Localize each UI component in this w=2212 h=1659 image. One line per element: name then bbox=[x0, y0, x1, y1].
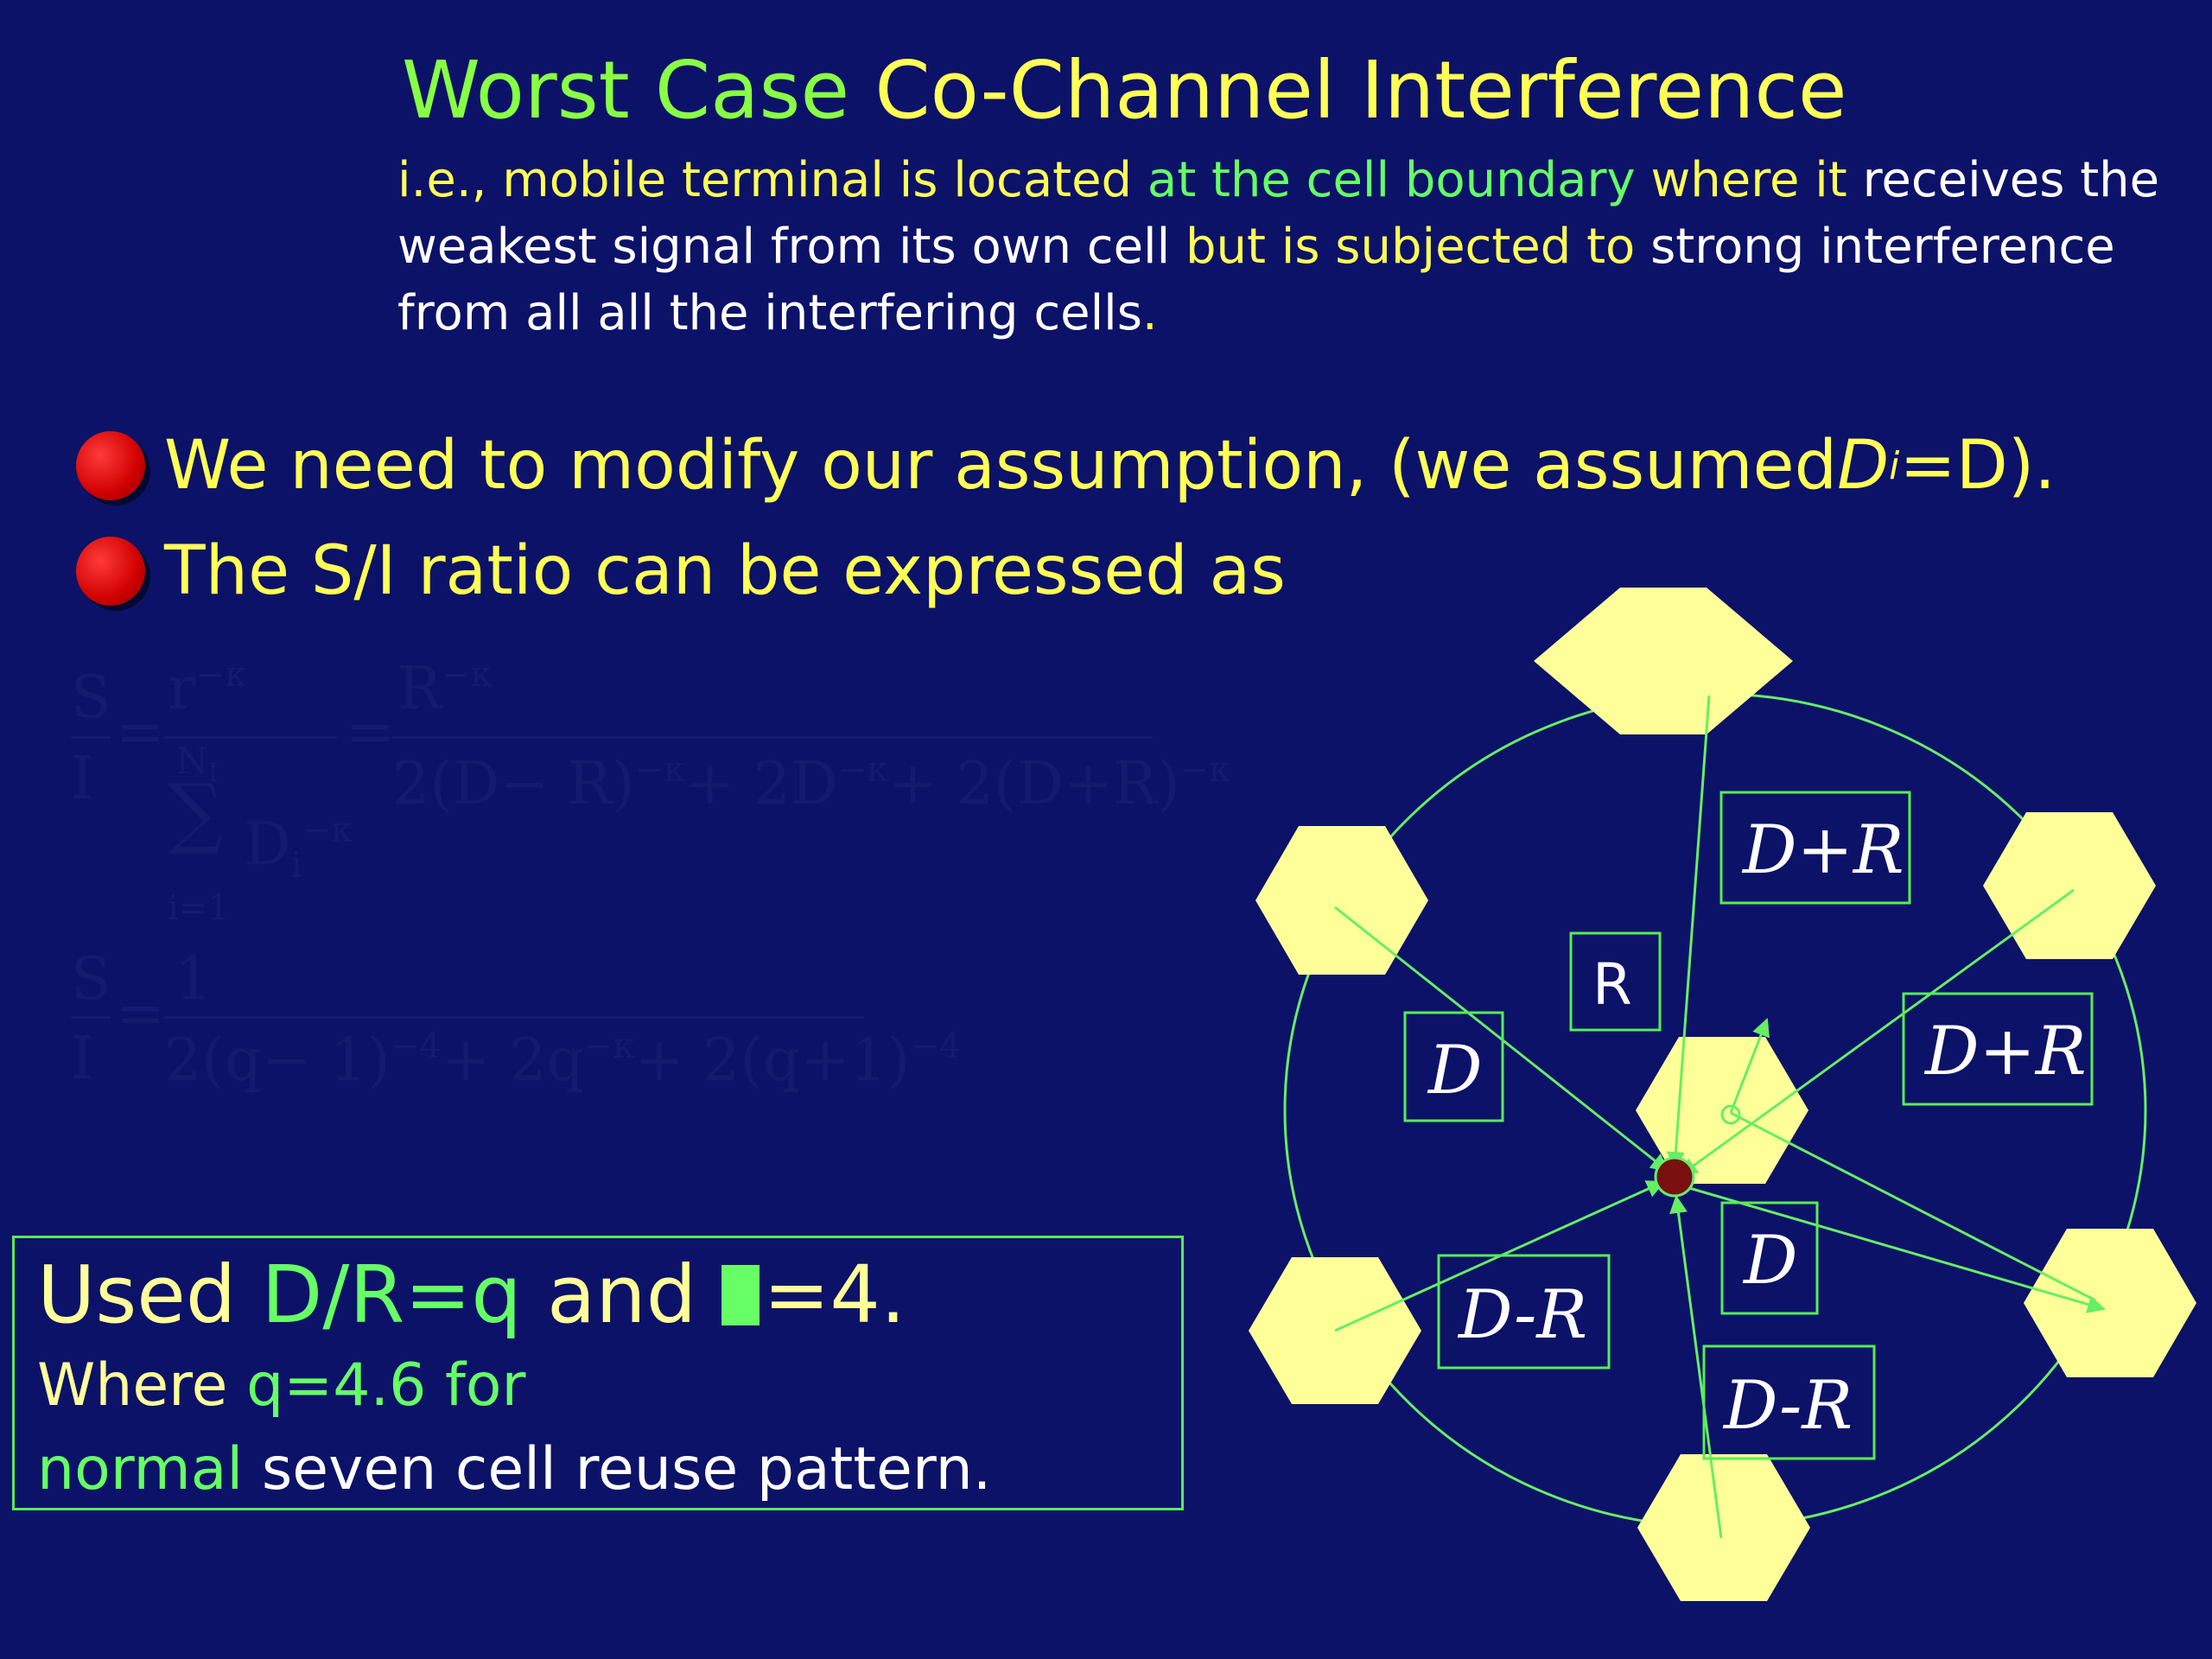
formula-text: −κ bbox=[302, 810, 353, 850]
mobile-terminal-icon bbox=[1654, 1156, 1695, 1198]
bullet-sub: i bbox=[1889, 443, 1900, 488]
subtitle-seg-4: receives the weakest signal from its own… bbox=[397, 152, 2160, 275]
label-box-d-left bbox=[1403, 1011, 1504, 1122]
label-box-dpr-top bbox=[1719, 791, 1911, 905]
bullet-dot-icon bbox=[76, 537, 145, 606]
formula-text: −κ bbox=[1179, 750, 1231, 790]
title-part-co-channel: Co-Channel Interference bbox=[874, 44, 1847, 137]
label-box-dmr-left bbox=[1437, 1254, 1611, 1370]
hexagon-cell-top bbox=[1534, 588, 1793, 734]
bullet-list: We need to modify our assumption, (we as… bbox=[76, 413, 2056, 624]
note-text: normal bbox=[37, 1435, 244, 1503]
label-d-bottom: D bbox=[1742, 1222, 1798, 1300]
subtitle-seg-5: but is subjected to bbox=[1185, 219, 1651, 275]
label-d-minus-r-left: D-R bbox=[1457, 1276, 1587, 1354]
note-line-3: normal seven cell reuse pattern. bbox=[37, 1427, 1181, 1513]
formula-text: i=1 bbox=[168, 888, 230, 928]
interference-arrow-upper-right bbox=[1679, 888, 2075, 1177]
label-d-plus-r-right: D+R bbox=[1923, 1013, 2087, 1090]
missing-glyph-icon bbox=[721, 1265, 760, 1325]
slide-title: Worst Case Co-Channel Interference bbox=[402, 45, 1847, 137]
formula-text: = bbox=[116, 698, 165, 766]
bullet-dot-icon bbox=[76, 431, 145, 500]
formula-text: N bbox=[176, 740, 208, 782]
bullet-text-post: =D). bbox=[1899, 427, 2056, 505]
formula-text: I bbox=[71, 745, 94, 813]
formula-text: −4 bbox=[910, 1027, 962, 1066]
formula-text: 1 bbox=[175, 945, 213, 1014]
base-station-icon bbox=[1720, 1104, 1741, 1125]
assumption-note-box: Used D/R=q and =4. Where q=4.6 for norma… bbox=[12, 1236, 1184, 1510]
interference-arrow-bottom bbox=[1669, 1194, 1723, 1539]
si-ratio-formula: S I = r−κ NI ∑ Di−κ i=1 = R−κ 2(D− R)−κ+… bbox=[71, 655, 1230, 1096]
label-box-dmr-bottom bbox=[1702, 1344, 1876, 1460]
note-text: D/R=q bbox=[261, 1249, 522, 1341]
formula-text: −κ bbox=[837, 750, 889, 790]
note-line-2: Where q=4.6 for bbox=[37, 1344, 1181, 1427]
note-text: and bbox=[521, 1249, 722, 1341]
note-text: Used bbox=[37, 1249, 262, 1341]
hexagon-cell-upper-left bbox=[1255, 826, 1428, 975]
hexagon-cell-bottom bbox=[1637, 1454, 1810, 1601]
label-d-minus-r-bottom: D-R bbox=[1722, 1367, 1853, 1445]
formula-text: −κ bbox=[634, 750, 686, 790]
formula-text: I bbox=[207, 758, 219, 789]
title-part-worst-case: Worst Case bbox=[402, 44, 875, 137]
formula-text: 2(D− R) bbox=[392, 750, 635, 818]
note-text: =4. bbox=[763, 1249, 906, 1341]
subtitle-seg-3: where it bbox=[1635, 152, 1863, 208]
formula-text: + 2D bbox=[685, 750, 838, 818]
bullet-item-assumption: We need to modify our assumption, (we as… bbox=[76, 413, 2056, 518]
label-d-left: D bbox=[1427, 1032, 1483, 1109]
note-text: Where bbox=[37, 1351, 247, 1420]
slide-subtitle: i.e., mobile terminal is located at the … bbox=[397, 147, 2186, 346]
label-d-plus-r-top: D+R bbox=[1741, 811, 1904, 889]
formula-text: ∑ bbox=[168, 767, 224, 858]
hexagon-cell-upper-right bbox=[1983, 812, 2156, 959]
formula-text: S bbox=[71, 945, 111, 1014]
label-box-d-bottom bbox=[1720, 1201, 1819, 1315]
formula-text: −κ bbox=[442, 655, 493, 695]
formula-text: −κ bbox=[195, 655, 247, 695]
formula-text: 2(q− 1) bbox=[164, 1027, 391, 1095]
formula-text: S bbox=[71, 664, 111, 732]
note-line-1: Used D/R=q and =4. bbox=[37, 1245, 1181, 1344]
radius-arrow bbox=[1729, 1018, 1770, 1114]
label-box-dpr-right bbox=[1902, 992, 2094, 1106]
bullet-var: D bbox=[1837, 427, 1890, 505]
interference-arrow-top bbox=[1666, 695, 1711, 1171]
hexagon-cell-lower-right bbox=[2024, 1229, 2196, 1377]
formula-text: + 2(q+1) bbox=[634, 1027, 911, 1095]
subtitle-seg-1: i.e., mobile terminal is located bbox=[397, 152, 1147, 208]
formula-text: I bbox=[71, 1025, 94, 1093]
note-text: seven cell reuse pattern. bbox=[243, 1435, 992, 1503]
formula-text: r bbox=[168, 655, 196, 723]
formula-text: −κ bbox=[584, 1027, 635, 1066]
formula-text: R bbox=[397, 655, 442, 723]
distance-line-center-right bbox=[1730, 1111, 2096, 1302]
note-text: q=4.6 for bbox=[246, 1351, 526, 1420]
bullet-text: The S/I ratio can be expressed as bbox=[164, 532, 1286, 610]
distance-arrow-lower-right bbox=[1680, 1184, 2107, 1313]
formula-text: −4 bbox=[390, 1027, 442, 1066]
formula-text: D bbox=[244, 810, 291, 879]
formula-text: + 2q bbox=[441, 1027, 585, 1095]
formula-text: + 2(D+R) bbox=[888, 750, 1180, 818]
subtitle-seg-6: strong interference from all all the int… bbox=[397, 219, 2115, 341]
formula-text: i bbox=[290, 845, 302, 886]
formula-text: = bbox=[346, 698, 395, 766]
subtitle-seg-2: at the cell boundary bbox=[1147, 152, 1636, 208]
subtitle-seg-7: . bbox=[1141, 285, 1158, 341]
label-box-r bbox=[1569, 931, 1662, 1032]
bullet-text: We need to modify our assumption, (we as… bbox=[164, 427, 1838, 505]
label-r: R bbox=[1592, 951, 1632, 1018]
formula-text: = bbox=[116, 980, 165, 1048]
bullet-item-si-ratio: The S/I ratio can be expressed as bbox=[76, 518, 2056, 624]
